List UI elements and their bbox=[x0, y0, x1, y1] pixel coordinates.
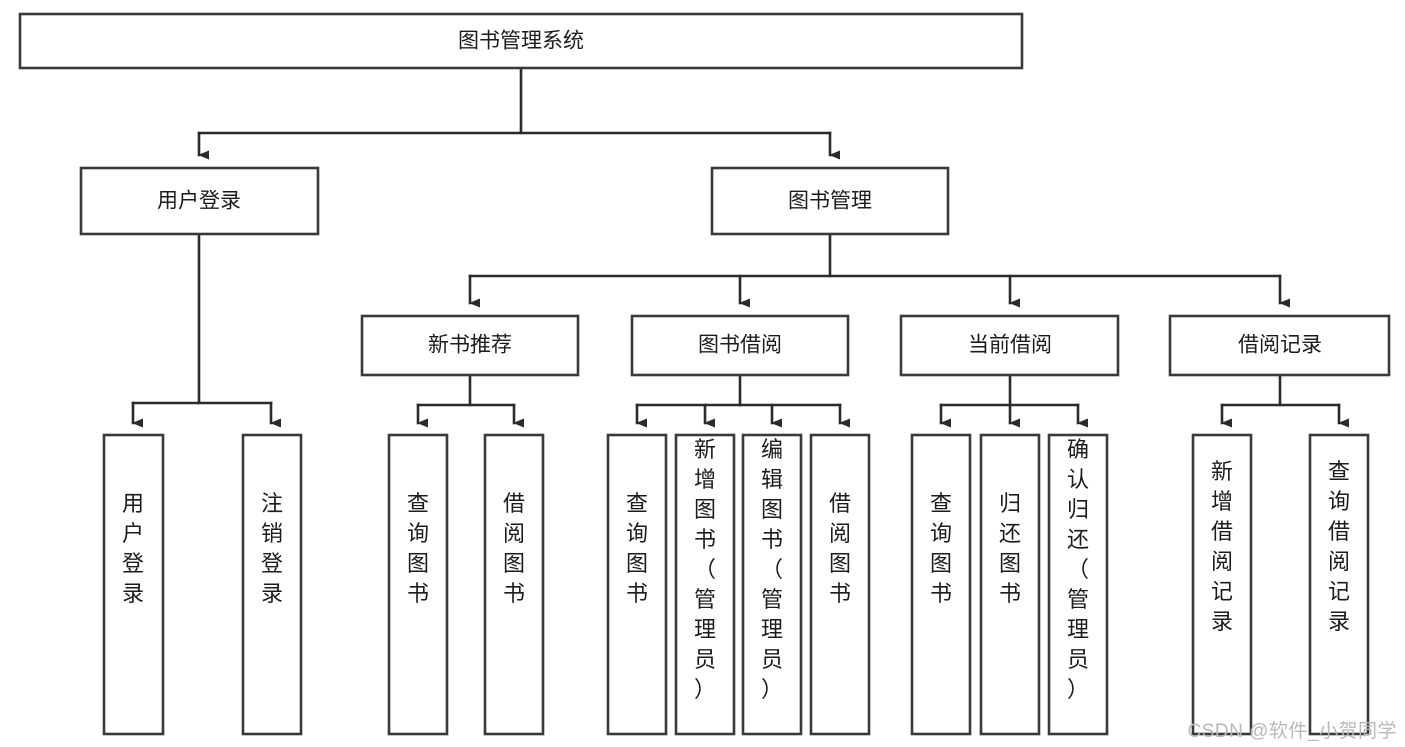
leaf-node[interactable]: 用户登录 bbox=[102, 433, 165, 736]
node-user-login-label: 用户登录 bbox=[157, 190, 241, 213]
leaf-node[interactable]: 借阅图书 bbox=[809, 433, 871, 736]
node-book-manage-label: 图书管理 bbox=[788, 190, 872, 213]
leaf-current-query-label: 查询图书 bbox=[930, 491, 952, 606]
leaf-newbook-query-box[interactable] bbox=[387, 433, 449, 736]
leaf-record-add-box[interactable] bbox=[1191, 433, 1253, 736]
leaf-borrow-edit-box[interactable] bbox=[741, 433, 803, 736]
leaf-logout-label: 注销登录 bbox=[261, 491, 283, 606]
leaf-current-return-label: 归还图书 bbox=[999, 491, 1021, 606]
node-borrow-record-box[interactable] bbox=[1168, 314, 1391, 377]
node-current-borrow-box[interactable] bbox=[899, 314, 1120, 377]
leaf-record-query-label: 查询借阅记录 bbox=[1328, 459, 1350, 634]
leaf-node[interactable]: 新增图书（管理员） bbox=[674, 433, 736, 736]
node-book-manage[interactable]: 图书管理 bbox=[710, 166, 950, 236]
leaf-node[interactable]: 编辑图书（管理员） bbox=[741, 433, 803, 736]
csdn-watermark: CSDN @软件_小贺同学 bbox=[1187, 721, 1397, 742]
leaf-current-query-box[interactable] bbox=[910, 433, 972, 736]
leaf-newbook-query-label: 查询图书 bbox=[407, 491, 429, 606]
node-new-book-recommend[interactable]: 新书推荐 bbox=[360, 314, 580, 377]
node-root-label: 图书管理系统 bbox=[458, 30, 584, 53]
leaf-borrow-add-box[interactable] bbox=[674, 433, 736, 736]
leaf-current-return-box[interactable] bbox=[979, 433, 1041, 736]
leaf-node[interactable]: 查询图书 bbox=[606, 433, 668, 736]
leaf-borrow-edit-label: 编辑图书（管理员） bbox=[761, 437, 783, 702]
leaf-node[interactable]: 注销登录 bbox=[241, 433, 303, 736]
node-book-borrow[interactable]: 图书借阅 bbox=[630, 314, 850, 377]
node-current-borrow-label: 当前借阅 bbox=[968, 334, 1052, 357]
leaf-current-confirm-box[interactable] bbox=[1047, 433, 1109, 736]
node-borrow-record-label: 借阅记录 bbox=[1238, 334, 1322, 357]
leaf-newbook-borrow-box[interactable] bbox=[483, 433, 545, 736]
leaf-borrow-query-box[interactable] bbox=[606, 433, 668, 736]
leaf-record-add-label: 新增借阅记录 bbox=[1211, 459, 1233, 634]
node-book-borrow-label: 图书借阅 bbox=[698, 334, 782, 357]
node-root[interactable]: 图书管理系统 bbox=[18, 12, 1024, 70]
leaf-user-login-label: 用户登录 bbox=[122, 491, 144, 606]
node-current-borrow[interactable]: 当前借阅 bbox=[899, 314, 1120, 377]
leaf-borrow-do-label: 借阅图书 bbox=[829, 491, 851, 606]
leaf-node[interactable]: 查询图书 bbox=[910, 433, 972, 736]
node-user-login[interactable]: 用户登录 bbox=[79, 166, 320, 236]
node-borrow-record[interactable]: 借阅记录 bbox=[1168, 314, 1391, 377]
leaf-borrow-do-box[interactable] bbox=[809, 433, 871, 736]
node-user-login-box[interactable] bbox=[79, 166, 320, 236]
node-book-borrow-box[interactable] bbox=[630, 314, 850, 377]
connector-layer bbox=[131, 66, 1349, 428]
node-book-manage-box[interactable] bbox=[710, 166, 950, 236]
leaf-node[interactable]: 确认归还（管理员） bbox=[1047, 433, 1109, 736]
leaf-logout-box[interactable] bbox=[241, 433, 303, 736]
leaf-newbook-borrow-label: 借阅图书 bbox=[503, 491, 525, 606]
leaf-borrow-query-label: 查询图书 bbox=[626, 491, 648, 606]
node-new-book-recommend-label: 新书推荐 bbox=[428, 334, 512, 357]
leaf-borrow-add-label: 新增图书（管理员） bbox=[694, 437, 716, 702]
node-root-box[interactable] bbox=[18, 12, 1024, 70]
leaf-current-confirm-label: 确认归还（管理员） bbox=[1067, 437, 1089, 702]
node-new-book-recommend-box[interactable] bbox=[360, 314, 580, 377]
leaf-node[interactable]: 归还图书 bbox=[979, 433, 1041, 736]
leaf-node[interactable]: 借阅图书 bbox=[483, 433, 545, 736]
leaf-record-query-box[interactable] bbox=[1308, 433, 1370, 736]
leaf-node[interactable]: 新增借阅记录 bbox=[1191, 433, 1253, 736]
leaf-node[interactable]: 查询借阅记录 bbox=[1308, 433, 1370, 736]
leaf-node[interactable]: 查询图书 bbox=[387, 433, 449, 736]
leaf-user-login-box[interactable] bbox=[102, 433, 165, 736]
